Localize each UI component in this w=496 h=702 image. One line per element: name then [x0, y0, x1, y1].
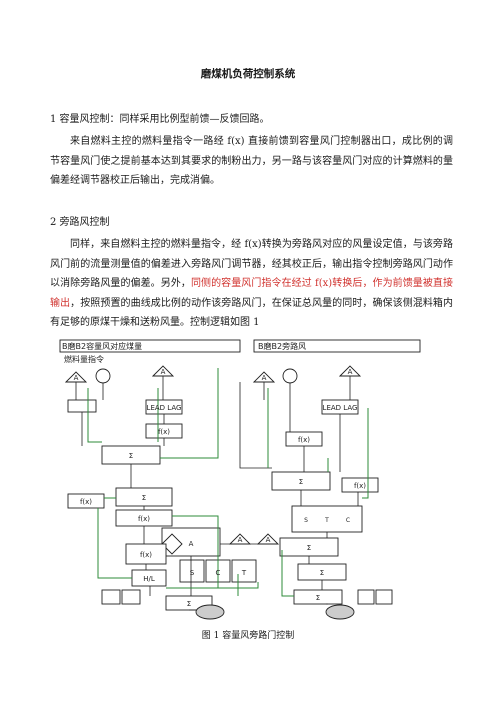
fx-block-left-4: f(x) — [140, 551, 152, 559]
s-block-right: S — [304, 517, 308, 524]
c-block-right: C — [346, 517, 350, 524]
fx-block-right-2: f(x) — [354, 482, 366, 490]
section-1-body: 来自燃料主控的燃料量指令一路经 f(x) 直接前馈到容量风门控制器出口，成比例的… — [50, 136, 453, 186]
section-2-body-start: 同样，来自燃料主控的燃料量指令，经 f(x)转换为旁路风对应的风量设定值，与该旁… — [50, 239, 453, 289]
sigma-block-right-1: Σ — [299, 478, 303, 486]
section-2-body-end: ，按照预置的曲线成比例的动作该旁路风门，在保证总风量的同时，确保该侧混料箱内有足… — [50, 297, 454, 329]
hl-block: H/L — [143, 575, 155, 583]
fx-block-left-3: f(x) — [138, 515, 150, 523]
analog-input-a-left-2: A — [161, 368, 166, 376]
analog-input-a-right-2: A — [348, 368, 353, 376]
page-title: 磨煤机负荷控制系统 — [200, 68, 296, 80]
lead-lag-block-right: LEAD LAG — [323, 404, 358, 412]
sigma-block-left-2: Σ — [142, 494, 146, 502]
analog-input-a-right: A — [262, 374, 267, 382]
fx-block-right-1: f(x) — [298, 436, 310, 444]
figure-caption: 图 1 容量风旁路门控制 — [201, 631, 295, 641]
analog-input-a-right-3: A — [266, 536, 271, 544]
fuel-command-label: 燃料量指令 — [64, 354, 104, 364]
control-logic-diagram: B磨B2容量风对应煤量 B磨B2旁路风 燃料量指令 A A LEAD LAG f… — [59, 339, 421, 620]
t-block-left: T — [241, 569, 247, 577]
section-2-highlighted-text: 同侧的容量风门指令在经过 f(x)转换后，作为前馈量被直接输出 — [50, 278, 454, 309]
sigma-block-right-out: Σ — [316, 594, 320, 602]
left-diagram-title: B磨B2容量风对应煤量 — [62, 341, 142, 351]
analog-input-a-pid: A — [189, 540, 194, 548]
analog-input-a-left: A — [74, 374, 79, 382]
sigma-block-right-3: Σ — [320, 569, 324, 577]
c-block-left: C — [216, 569, 221, 577]
sigma-block-left-out: Σ — [187, 600, 191, 608]
right-diagram-title: B磨B2旁路风 — [258, 341, 306, 351]
fx-block-left-2: f(x) — [80, 498, 92, 506]
fx-block-left-1: f(x) — [158, 428, 170, 436]
section-2-body: 同样，来自燃料主控的燃料量指令，经 f(x)转换为旁路风对应的风量设定值，与该旁… — [50, 235, 453, 333]
section-2-heading: 2 旁路风控制 — [50, 217, 110, 228]
t-block-right: T — [324, 517, 329, 524]
section-1-heading: 1 容量风控制：同样采用比例型前馈—反馈回路。 — [50, 114, 270, 125]
s-block-left: S — [190, 569, 195, 577]
sigma-block-left-1: Σ — [129, 452, 133, 460]
sigma-block-right-2: Σ — [307, 544, 311, 552]
analog-input-a-mid: A — [238, 536, 243, 544]
lead-lag-block-left: LEAD LAG — [147, 404, 182, 412]
